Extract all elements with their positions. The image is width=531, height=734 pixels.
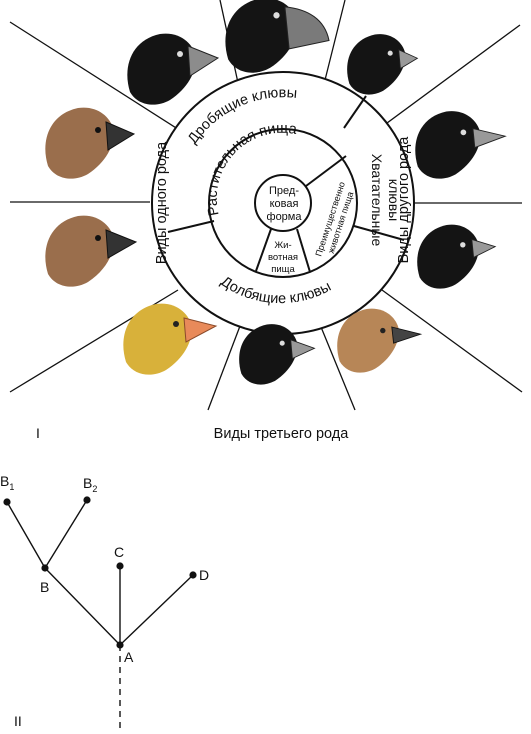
finch-head-small-beak-black xyxy=(417,224,497,289)
node-c xyxy=(116,562,124,570)
edge-b-b1 xyxy=(6,501,46,569)
concentric-rings xyxy=(151,71,415,335)
edge-a-b xyxy=(44,567,121,646)
animal-food-line2: вотная xyxy=(268,252,298,263)
node-d xyxy=(189,571,197,579)
species-one-genus-label: Виды одного рода xyxy=(154,141,170,264)
animal-food-line1: Жи- xyxy=(274,240,291,251)
tree-labels: A B B1 B2 C D xyxy=(0,473,209,665)
edge-b-b2 xyxy=(44,499,88,569)
spoke-upper-right xyxy=(363,24,521,141)
edge-a-d xyxy=(119,574,194,646)
finch-head-brown-lower xyxy=(45,215,138,287)
spoke-top-right xyxy=(321,0,346,93)
finch-head-pointed-black xyxy=(415,111,507,179)
node-b xyxy=(41,564,49,572)
grasping-beaks-label: Хватательные клювы xyxy=(369,154,402,247)
animal-food-line3: пища xyxy=(271,264,295,275)
grasping-beaks-line1: Хватательные xyxy=(369,154,385,247)
divider-crushing-pecking xyxy=(167,220,215,233)
spoke-upper-left xyxy=(9,21,196,141)
ancestral-form-line1: Пред- xyxy=(269,185,299,197)
finch-head-bottom-black xyxy=(239,324,316,385)
node-b1 xyxy=(3,498,11,506)
node-d-label: D xyxy=(199,567,209,583)
radial-spokes xyxy=(9,0,523,411)
phylogenetic-tree xyxy=(6,499,194,729)
ancestral-form-label: Пред- ковая форма xyxy=(267,185,303,223)
part-two-label: II xyxy=(14,713,22,729)
node-b1-label: B1 xyxy=(0,473,14,492)
tree-nodes xyxy=(3,496,197,649)
finch-head-tan xyxy=(337,308,423,373)
grasping-beaks-line2: клювы xyxy=(386,179,402,221)
part-one-label: I xyxy=(36,425,40,441)
species-third-genus-label: Виды третьего рода xyxy=(214,426,350,442)
divider-grasping-pecking xyxy=(353,225,405,241)
node-b2 xyxy=(83,496,91,504)
finch-head-yellow xyxy=(123,303,218,375)
divider-inner-top xyxy=(305,155,347,187)
ancestral-form-line3: форма xyxy=(267,211,303,223)
finch-head-huge-beak xyxy=(225,0,330,73)
center-circle xyxy=(254,174,312,232)
divider-animal-left xyxy=(255,228,272,272)
finch-head-small-black xyxy=(347,34,419,95)
node-b2-label: B2 xyxy=(83,475,97,494)
divider-crushing-grasping-top xyxy=(343,95,367,129)
node-a xyxy=(116,641,124,649)
node-c-label: C xyxy=(114,544,124,560)
spoke-lower-right xyxy=(381,289,523,393)
species-another-genus-label: Виды другого рода xyxy=(396,136,412,264)
node-a-label: A xyxy=(124,649,134,665)
ancestral-form-line2: ковая xyxy=(270,198,299,210)
node-b-label: B xyxy=(40,579,49,595)
finch-head-brown-upper xyxy=(45,107,136,179)
ring-dividers xyxy=(167,95,405,273)
divider-animal-right xyxy=(296,228,311,273)
animal-food-label: Жи- вотная пища xyxy=(268,240,298,275)
finch-head-large-beak xyxy=(127,33,220,105)
